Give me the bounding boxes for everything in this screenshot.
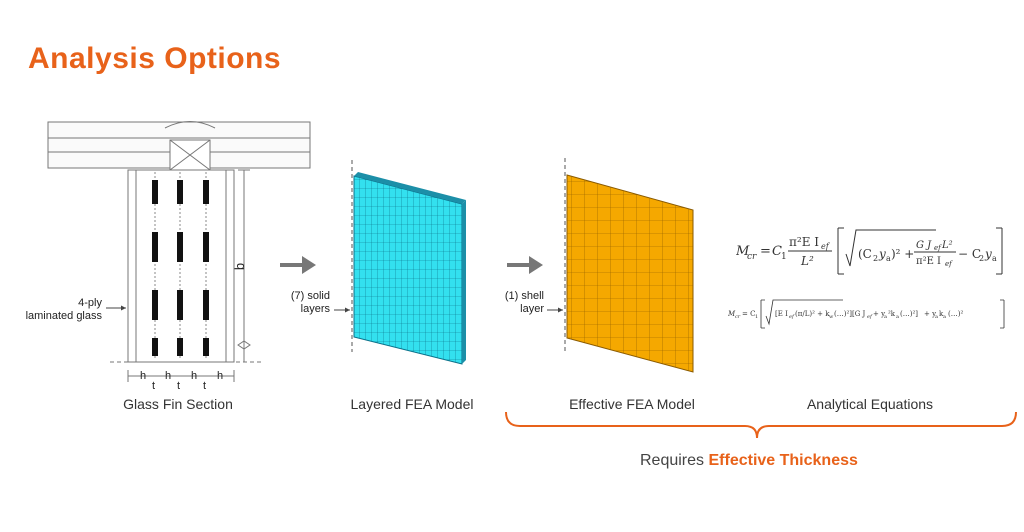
svg-text:(…)²: (…)² <box>948 310 963 318</box>
svg-text:a: a <box>935 314 938 320</box>
svg-text:(π/L)² + k: (π/L)² + k <box>795 310 830 318</box>
svg-text:+ y: + y <box>873 310 885 318</box>
dim-b-label: b <box>232 262 248 271</box>
svg-text:²k: ²k <box>888 310 896 318</box>
requires-bracket <box>505 411 1017 439</box>
svg-text:= C: = C <box>742 310 755 318</box>
svg-text:ef: ef <box>934 244 942 252</box>
svg-text:2: 2 <box>873 254 878 263</box>
svg-text:1: 1 <box>781 252 787 262</box>
svg-text:ef: ef <box>821 242 831 251</box>
glass-plies <box>154 172 207 360</box>
dim-t-label: t <box>203 380 207 392</box>
svg-text:k: k <box>939 310 944 318</box>
svg-text:ef: ef <box>945 260 953 268</box>
layered-fea-caption: Layered FEA Model <box>350 396 474 412</box>
svg-text:y: y <box>984 247 992 261</box>
svg-text:(…)²]: (…)²] <box>900 310 918 318</box>
ply-label: 4-ply laminated glass <box>25 297 102 322</box>
svg-text:π²E I: π²E I <box>789 235 819 249</box>
dim-h-label: h <box>217 370 224 382</box>
svg-text:y: y <box>878 247 886 261</box>
equation-small: M cr = C 1 [E I ef (π/L)² + k w (…)²] [G… <box>727 296 1012 336</box>
svg-text:w: w <box>829 314 834 320</box>
effective-fea-mesh <box>564 158 694 373</box>
requires-effective-thickness: Requires Effective Thickness <box>640 452 858 469</box>
svg-text:a: a <box>886 254 891 263</box>
svg-text:M: M <box>728 310 736 318</box>
page-title: Analysis Options <box>28 42 282 75</box>
svg-text:[G J: [G J <box>852 310 866 318</box>
svg-text:a: a <box>896 314 899 320</box>
shell-layer-label: (1) shell layer <box>504 290 544 315</box>
svg-text:ef: ef <box>789 314 795 320</box>
ply-interlayer-marks <box>152 180 209 356</box>
svg-text:ef: ef <box>867 314 873 320</box>
effective-fea-caption: Effective FEA Model <box>569 396 695 412</box>
svg-text:1: 1 <box>755 314 758 320</box>
svg-text:cr: cr <box>747 252 757 262</box>
svg-text:)² +: )² + <box>891 247 914 261</box>
dim-h-label: h <box>165 370 172 382</box>
arrow-right-icon <box>507 256 543 274</box>
svg-text:M: M <box>736 244 750 259</box>
svg-text:L²: L² <box>941 240 953 251</box>
svg-text:cr: cr <box>735 314 741 320</box>
analytical-equations-caption: Analytical Equations <box>806 396 934 412</box>
dim-h-label: h <box>140 370 147 382</box>
glass-fin-section-drawing <box>47 121 311 382</box>
svg-text:(…)²]: (…)²] <box>834 310 852 318</box>
svg-text:π²E I: π²E I <box>916 256 941 267</box>
svg-text:L²: L² <box>800 254 814 268</box>
equation-large: M cr = C 1 π²E I ef L² (C 2 y a )² + G J… <box>735 220 1006 284</box>
dim-t-label: t <box>152 380 156 392</box>
svg-text:=: = <box>760 244 771 259</box>
dim-t-label: t <box>177 380 181 392</box>
svg-text:[E I: [E I <box>775 310 788 318</box>
svg-text:a: a <box>992 254 997 263</box>
svg-text:+ y: + y <box>924 310 936 318</box>
svg-text:(C: (C <box>858 247 872 261</box>
svg-text:2: 2 <box>979 254 984 263</box>
glass-fin-caption: Glass Fin Section <box>123 396 233 412</box>
svg-text:a: a <box>943 314 946 320</box>
layered-fea-mesh <box>351 160 466 365</box>
solid-layers-label: (7) solid layers <box>290 290 330 315</box>
dim-h-label: h <box>191 370 198 382</box>
svg-text:G J: G J <box>916 240 932 251</box>
svg-text:C: C <box>772 244 782 259</box>
arrow-right-icon <box>280 256 316 274</box>
svg-text:a: a <box>884 314 887 320</box>
svg-text:− C: − C <box>958 247 981 261</box>
